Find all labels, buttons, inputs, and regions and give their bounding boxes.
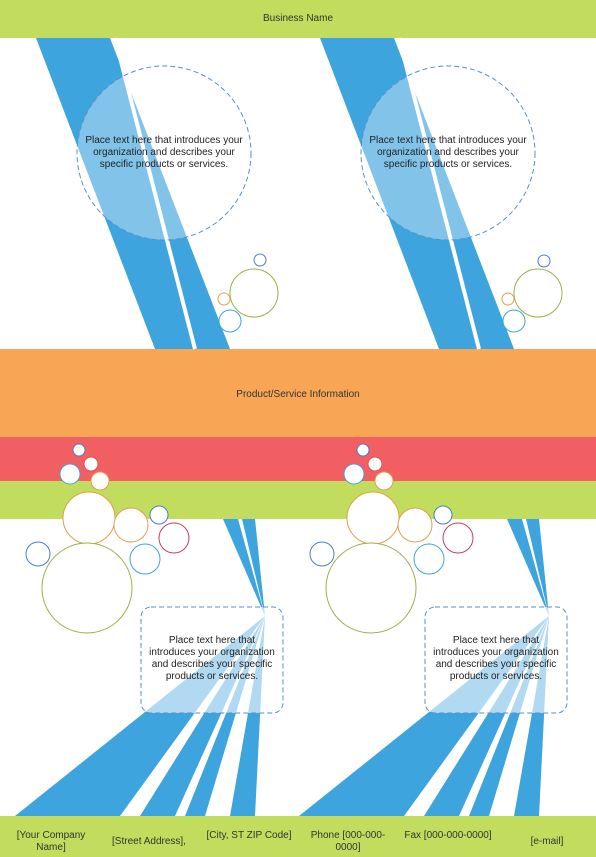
intro-text-bottom-right: Place text here that introduces your org… — [433, 635, 559, 682]
bubble — [325, 542, 417, 634]
bubble — [218, 309, 242, 333]
bubble — [72, 443, 86, 457]
footer-street-address: [Street Address], — [112, 836, 186, 847]
bubble — [229, 268, 279, 318]
bubble — [442, 522, 474, 554]
bubble — [502, 309, 526, 333]
intro-text-top-left: Place text here that introduces your org… — [85, 135, 243, 170]
bubble — [83, 456, 99, 472]
dashed-text-circle-top-right — [360, 65, 536, 241]
bubble — [62, 491, 116, 545]
bubble — [343, 463, 365, 485]
intro-text-top-right: Place text here that introduces your org… — [369, 135, 527, 170]
bubble — [367, 456, 383, 472]
blue-swoosh-top-left — [36, 38, 230, 349]
footer-email: [e-mail] — [530, 836, 564, 847]
bubble — [397, 507, 433, 543]
bubble — [501, 292, 515, 306]
bubble — [374, 471, 394, 491]
swoosh-stripe — [397, 37, 481, 350]
bubble — [309, 541, 335, 567]
bubble — [537, 254, 551, 268]
bubble — [413, 543, 445, 575]
blue-swoosh-top-right — [320, 38, 514, 349]
bubble — [90, 471, 110, 491]
bubble — [356, 443, 370, 457]
footer-city-state-zip: [City, ST ZIP Code] — [206, 830, 292, 841]
bubble — [113, 507, 149, 543]
footer-phone: Phone [000-000-0000] — [310, 830, 386, 853]
dashed-text-circle-top-left — [76, 65, 252, 241]
footer-band — [0, 816, 596, 857]
bubble — [253, 253, 267, 267]
bubble — [158, 522, 190, 554]
intro-text-bottom-left: Place text here that introduces your org… — [149, 635, 275, 682]
dashed-text-box-bottom-right — [424, 606, 568, 714]
bubble — [346, 491, 400, 545]
product-service-info: Product/Service Information — [236, 389, 360, 400]
bubble — [513, 268, 563, 318]
bubble — [25, 541, 51, 567]
product-info-band — [0, 349, 596, 437]
swoosh-stripe — [113, 37, 197, 350]
business-name: Business Name — [262, 13, 334, 24]
bubble — [59, 463, 81, 485]
bubble — [217, 292, 231, 306]
bubble — [41, 542, 133, 634]
footer-company-name: [Your Company Name] — [16, 830, 86, 853]
footer-fax: Fax [000-000-0000] — [404, 830, 492, 841]
dashed-text-box-bottom-left — [140, 606, 284, 714]
bubble — [433, 505, 453, 525]
bubble — [129, 543, 161, 575]
header-band — [0, 0, 596, 38]
bubble — [149, 505, 169, 525]
